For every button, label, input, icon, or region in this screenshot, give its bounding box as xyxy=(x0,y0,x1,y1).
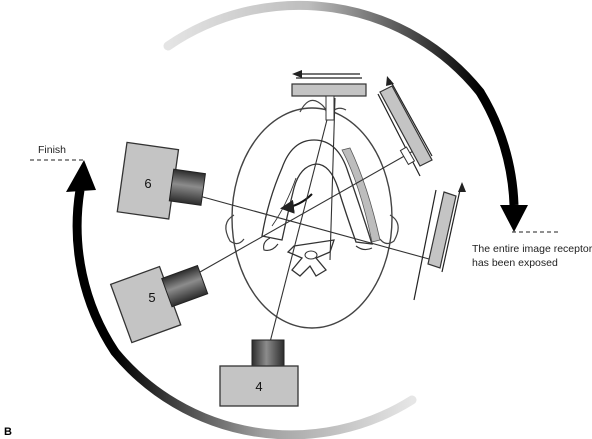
finish-label: Finish xyxy=(38,144,66,156)
xray-tube-5: 5 xyxy=(109,264,209,344)
rotation-arrowhead-right xyxy=(500,205,528,232)
exposed-label-line2: has been exposed xyxy=(472,257,558,269)
tube-label-5: 5 xyxy=(148,290,155,305)
tube-label-4: 4 xyxy=(255,379,262,394)
exposed-label-line1: The entire image receptor xyxy=(472,243,592,255)
xray-tube-4: 4 xyxy=(219,339,299,407)
rotation-arc-bottom xyxy=(72,189,417,439)
vertebra xyxy=(286,239,335,277)
xray-tube-6: 6 xyxy=(116,141,206,220)
tube-label-6: 6 xyxy=(144,176,151,191)
finish-label-group: Finish xyxy=(30,144,86,161)
rotation-arrowhead-left xyxy=(66,160,96,192)
image-receptor-top xyxy=(291,70,367,121)
exposed-label-group: The entire image receptor has been expos… xyxy=(472,231,592,269)
panel-label: B xyxy=(4,426,12,438)
dental-arch xyxy=(261,139,381,251)
rotation-indicator-arrow xyxy=(280,193,313,214)
image-receptor-right xyxy=(413,182,466,301)
image-receptor-upper-right xyxy=(377,76,433,177)
beam-lines xyxy=(191,97,441,351)
rotation-arc-top xyxy=(163,0,519,206)
